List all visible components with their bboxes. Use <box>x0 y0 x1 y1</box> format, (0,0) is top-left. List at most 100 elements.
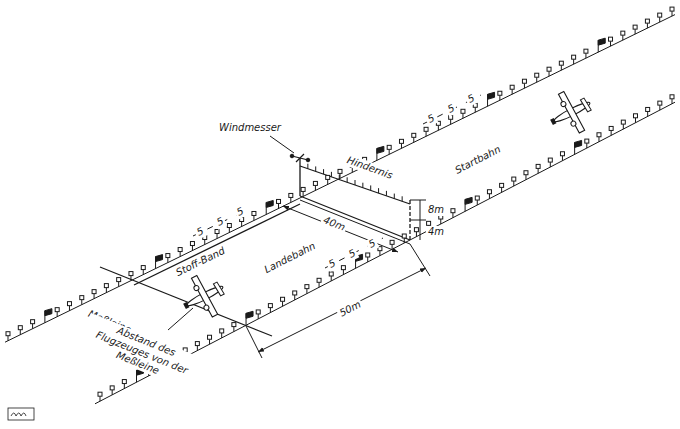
lamp-post <box>81 300 82 305</box>
anemometer <box>292 154 308 162</box>
lamp-head <box>621 31 625 35</box>
lamp-post <box>229 228 230 233</box>
obstacle-base <box>300 200 410 244</box>
lamp-post <box>118 282 119 287</box>
lamp-head <box>256 310 260 314</box>
spacing-number: 5 <box>365 237 379 252</box>
lamp-post <box>585 53 586 58</box>
anemometer-cup <box>306 158 310 162</box>
lamp-head <box>104 284 108 288</box>
lamp-head <box>572 55 576 59</box>
lamp-head <box>305 285 309 289</box>
marker-flag <box>377 146 384 153</box>
anemometer-cup <box>290 154 294 158</box>
rope-tick <box>394 194 395 199</box>
dimension-line <box>258 268 426 352</box>
marker-flag <box>156 255 163 262</box>
publisher-stamp <box>8 408 34 420</box>
runway-label: Startbahn <box>452 143 505 178</box>
lamp-head <box>317 278 321 282</box>
lamp-head <box>597 133 601 137</box>
lamp-post <box>647 23 648 28</box>
lamp-head <box>621 120 625 124</box>
lamp-head <box>535 73 539 77</box>
lamp-head <box>584 49 588 53</box>
marker-flag <box>575 140 582 147</box>
lamp-post <box>401 143 402 148</box>
publisher-stamp <box>11 413 26 416</box>
lamp-post <box>525 175 526 180</box>
lamp-head <box>487 190 491 194</box>
lamp-head <box>289 193 293 197</box>
upper-edge-row <box>5 15 675 343</box>
lamp-post <box>192 246 193 251</box>
lamp-head <box>190 242 194 246</box>
extension-line <box>410 220 426 221</box>
lamp-post <box>379 251 380 256</box>
lamp-post <box>561 65 562 70</box>
lamp-head <box>547 67 551 71</box>
lamp-post <box>20 330 21 335</box>
lamp-post <box>389 149 390 154</box>
lamp-post <box>221 333 222 338</box>
lamp-post <box>499 95 500 100</box>
lamp-post <box>524 83 525 88</box>
lamp-head <box>451 209 455 213</box>
lamp-post <box>327 179 328 184</box>
lamp-post <box>512 89 513 94</box>
lamp-head <box>313 181 317 185</box>
lamp-head <box>215 230 219 234</box>
lamp-head <box>645 19 649 23</box>
rope-tick <box>362 183 363 188</box>
lamp-post <box>586 143 587 148</box>
takeoff-airplane <box>542 83 600 142</box>
lamp-head <box>252 211 256 215</box>
lamp-head <box>670 95 674 99</box>
lamp-post <box>562 156 563 161</box>
lamp-head <box>609 37 613 41</box>
lamp-head <box>366 253 370 257</box>
lamp-post <box>180 252 181 257</box>
lamp-head <box>524 171 528 175</box>
dimension-label: 4m <box>426 226 446 238</box>
lamp-head <box>585 139 589 143</box>
lamp-head <box>55 308 59 312</box>
lamp-head <box>166 254 170 258</box>
lamp-post <box>94 294 95 299</box>
lamp-post <box>282 301 283 306</box>
lamp-post <box>290 197 291 202</box>
lamp-post <box>319 282 320 287</box>
leader-line <box>168 308 193 330</box>
lamp-post <box>462 113 463 118</box>
lamp-post <box>270 308 271 313</box>
rope-tick <box>355 180 356 185</box>
lamp-post <box>672 11 673 16</box>
lamp-head <box>560 152 564 156</box>
lamp-head <box>329 272 333 276</box>
lamp-head <box>178 248 182 252</box>
lamp-head <box>18 326 22 330</box>
rope-tick <box>402 196 403 201</box>
lamp-post <box>315 185 316 190</box>
lamp-post <box>69 306 70 311</box>
fabric-band <box>134 204 300 285</box>
lamp-head <box>548 158 552 162</box>
runway-label: Landebahn <box>261 239 319 276</box>
lamp-post <box>343 270 344 275</box>
dimension-label: 40m <box>320 214 349 235</box>
lamp-post <box>647 111 648 116</box>
lamp-post <box>438 125 439 130</box>
lamp-head <box>98 392 102 396</box>
rope-tick <box>307 164 308 169</box>
rope-tick <box>331 172 332 177</box>
lamp-head <box>208 335 212 339</box>
lamp-head <box>646 107 650 111</box>
lamp-post <box>573 59 574 64</box>
lamp-post <box>392 244 393 249</box>
marker-flag <box>246 311 253 318</box>
lamp-head <box>122 380 126 384</box>
lamp-head <box>326 175 330 179</box>
lamp-head <box>500 183 504 187</box>
lamp-head <box>390 240 394 244</box>
lamp-head <box>424 127 428 131</box>
